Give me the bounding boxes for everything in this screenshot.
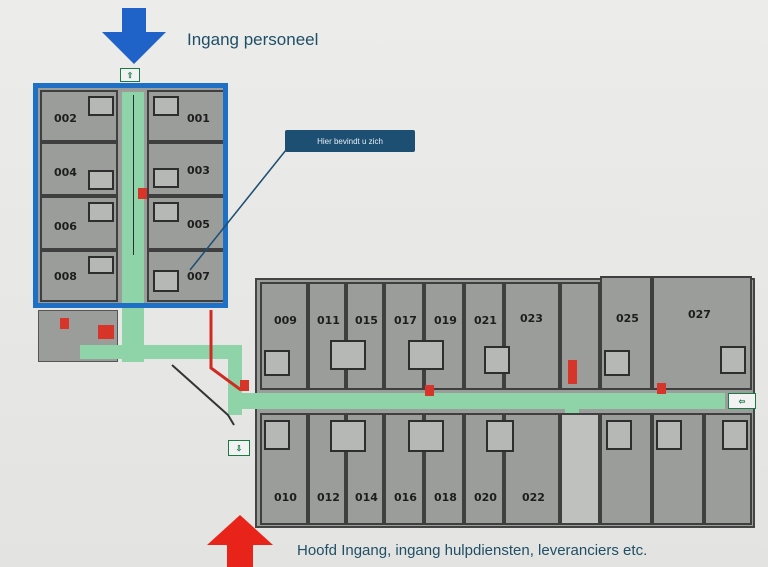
room-number: 009 [274, 314, 297, 327]
route-line [171, 364, 235, 426]
bathroom [408, 420, 444, 452]
bathroom [153, 270, 179, 292]
room-number: 005 [187, 218, 210, 231]
room-005: 005 [147, 196, 225, 250]
room-011: 011 [308, 282, 346, 390]
bathroom [330, 420, 366, 452]
emergency-exit-icon: ⇧ [120, 68, 140, 82]
room-number: 027 [688, 308, 711, 321]
bathroom [264, 350, 290, 376]
room-number: 004 [54, 166, 77, 179]
room-008: 008 [40, 250, 118, 302]
bathroom [486, 420, 514, 452]
room-number: 021 [474, 314, 497, 327]
fire-extinguisher-icon [425, 385, 434, 396]
bathroom [153, 168, 179, 188]
room-number: 008 [54, 270, 77, 283]
room-number: 023 [520, 312, 543, 325]
room-number: 012 [317, 491, 340, 504]
bathroom [88, 170, 114, 190]
room-number: 001 [187, 112, 210, 125]
room-number: 003 [187, 164, 210, 177]
bathroom [88, 202, 114, 222]
fire-extinguisher-icon [240, 380, 249, 391]
service-room [560, 282, 600, 390]
room-number: 002 [54, 112, 77, 125]
corridor [240, 393, 725, 409]
room-012: 012 [308, 413, 346, 525]
emergency-exit-icon: ⇦ [728, 393, 756, 409]
room-007: 007 [147, 250, 225, 302]
bathroom [720, 346, 746, 374]
arrow-down-icon [102, 8, 166, 64]
room-020: 020 [464, 413, 504, 525]
corridor [80, 345, 240, 359]
arrow-up-icon [207, 515, 273, 567]
room-number: 014 [355, 491, 378, 504]
bathroom [408, 340, 444, 370]
bathroom [88, 96, 114, 116]
bathroom [330, 340, 366, 370]
room-017: 017 [384, 282, 424, 390]
room-number: 016 [394, 491, 417, 504]
room-002: 002 [40, 90, 118, 142]
room-number: 007 [187, 270, 210, 283]
bathroom [153, 202, 179, 222]
highlight-frame [33, 83, 228, 308]
room-number: 011 [317, 314, 340, 327]
bathroom [264, 420, 290, 450]
room-number: 017 [394, 314, 417, 327]
room-001: 001 [147, 90, 225, 142]
corridor-divider [133, 95, 134, 255]
room-number: 019 [434, 314, 457, 327]
room-003: 003 [147, 142, 225, 196]
bathroom [722, 420, 748, 450]
fire-extinguisher-icon [138, 188, 147, 199]
room-number: 018 [434, 491, 457, 504]
room-number: 025 [616, 312, 639, 325]
fire-extinguisher-icon [98, 325, 114, 339]
bathroom [604, 350, 630, 376]
room-number: 006 [54, 220, 77, 233]
room-015: 015 [346, 282, 384, 390]
staff-entrance-label: Ingang personeel [187, 30, 319, 49]
evacuation-route [209, 310, 242, 392]
emergency-exit-icon: ⇩ [228, 440, 250, 456]
room-number: 022 [522, 491, 545, 504]
bathroom [606, 420, 632, 450]
room-number: 020 [474, 491, 497, 504]
fire-extinguisher-icon [568, 360, 577, 384]
stair-room [560, 413, 600, 525]
bathroom [484, 346, 510, 374]
room-number: 010 [274, 491, 297, 504]
room-019: 019 [424, 282, 464, 390]
fire-extinguisher-icon [657, 383, 666, 394]
main-entrance-label: Hoofd Ingang, ingang hulpdiensten, lever… [297, 542, 648, 559]
room-004: 004 [40, 142, 118, 196]
bathroom [153, 96, 179, 116]
room-006: 006 [40, 196, 118, 250]
pointer-line [189, 144, 291, 271]
room-023: 023 [504, 282, 560, 390]
you-are-here-popup: Hier bevindt u zich [285, 130, 415, 152]
bathroom [88, 256, 114, 274]
fire-extinguisher-icon [60, 318, 69, 329]
room-number: 015 [355, 314, 378, 327]
bathroom [656, 420, 682, 450]
corridor [228, 345, 242, 415]
